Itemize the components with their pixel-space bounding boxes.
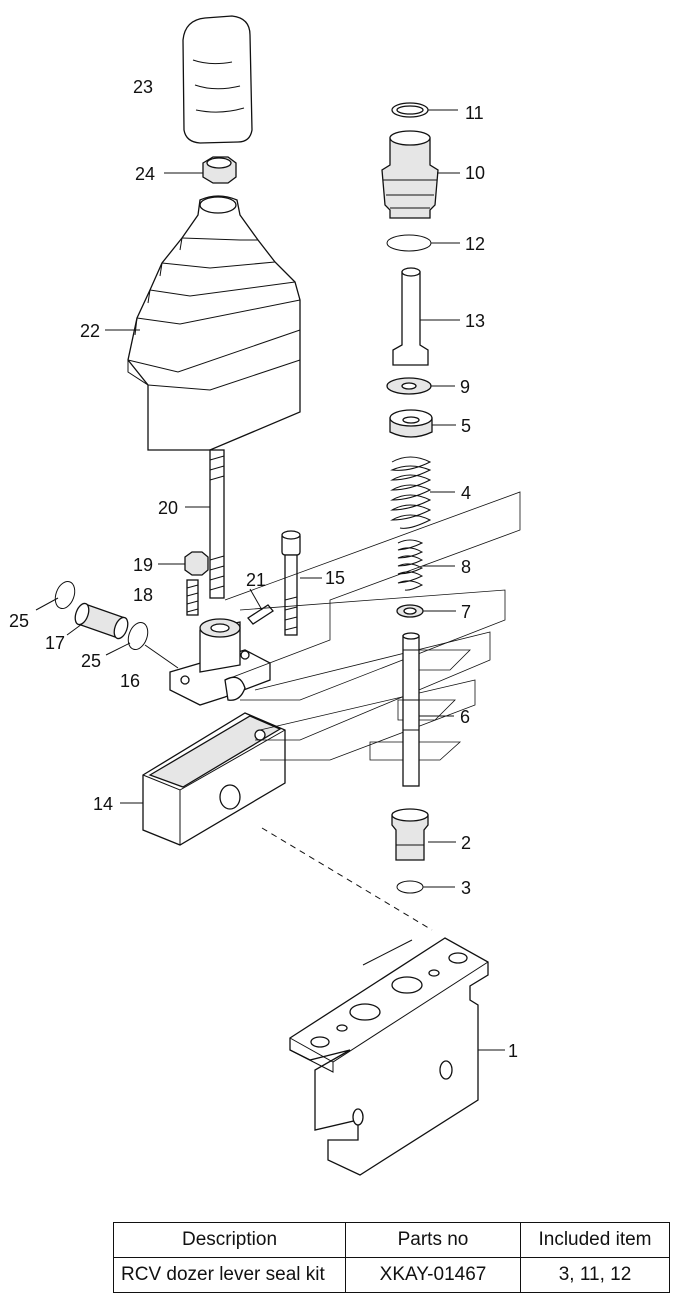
callout-16: 16 <box>120 671 140 691</box>
callout-5: 5 <box>461 416 471 436</box>
callout-24: 24 <box>135 164 155 184</box>
part-4-spring <box>390 456 432 529</box>
leader-lines <box>35 109 505 1051</box>
part-12-o-ring <box>386 234 432 252</box>
part-18-set-screw <box>186 579 199 616</box>
part-24-nut <box>202 156 237 184</box>
part-25-rings <box>54 580 149 651</box>
part-3-o-ring <box>396 880 424 894</box>
callout-4: 4 <box>461 483 471 503</box>
part-7-washer <box>396 604 424 618</box>
part-2-plug <box>391 808 429 861</box>
callout-1: 1 <box>508 1041 518 1061</box>
part-19-nut <box>184 551 209 576</box>
callout-2: 2 <box>461 833 471 853</box>
part-10-plug <box>381 130 439 219</box>
part-13-piston <box>392 267 429 366</box>
callout-25-left: 25 <box>9 611 29 631</box>
part-22-boot <box>127 195 301 451</box>
callout-9: 9 <box>460 377 470 397</box>
callout-21: 21 <box>246 570 266 590</box>
cell-parts-no: XKAY-01467 <box>345 1257 521 1293</box>
callout-19: 19 <box>133 555 153 575</box>
callout-13: 13 <box>465 311 485 331</box>
callout-11: 11 <box>465 103 484 123</box>
callout-14: 14 <box>93 794 113 814</box>
part-16-bracket <box>169 618 271 706</box>
part-11-ring <box>391 102 429 118</box>
assembly-line <box>261 827 433 931</box>
callout-18: 18 <box>133 585 153 605</box>
part-5-spring-seat <box>389 409 433 438</box>
exploded-parts-diagram: 11 10 12 13 9 5 4 8 7 6 2 3 1 23 24 22 2… <box>9 15 521 1176</box>
part-6-push-rod <box>402 632 420 787</box>
callout-7: 7 <box>461 602 471 622</box>
part-1-valve-body <box>289 937 489 1176</box>
part-8-spring <box>397 539 424 591</box>
callout-3: 3 <box>461 878 471 898</box>
callout-10: 10 <box>465 163 485 183</box>
ghost-lines <box>224 491 521 761</box>
part-20-long-stud <box>209 449 225 599</box>
callout-8: 8 <box>461 557 471 577</box>
part-9-washer <box>386 377 432 395</box>
callout-22: 22 <box>80 321 100 341</box>
part-15-cap-screw <box>281 530 301 636</box>
header-included-item: Included item <box>520 1222 670 1258</box>
part-23-grip <box>182 15 253 144</box>
cell-included-item: 3, 11, 12 <box>520 1257 670 1293</box>
seal-kit-table: Description Parts no Included item RCV d… <box>113 1222 670 1293</box>
part-17-sleeve <box>74 602 129 640</box>
table-header-row: Description Parts no Included item <box>113 1222 670 1258</box>
part-14-housing <box>142 712 286 846</box>
callout-15: 15 <box>325 568 345 588</box>
callout-6: 6 <box>460 707 470 727</box>
callout-17: 17 <box>45 633 65 653</box>
table-row: RCV dozer lever seal kit XKAY-01467 3, 1… <box>113 1257 670 1293</box>
header-parts-no: Parts no <box>345 1222 521 1258</box>
callout-25-right: 25 <box>81 651 101 671</box>
callout-20: 20 <box>158 498 178 518</box>
cell-description: RCV dozer lever seal kit <box>113 1257 346 1293</box>
callout-labels: 11 10 12 13 9 5 4 8 7 6 2 3 1 23 24 22 2… <box>9 77 518 1061</box>
callout-12: 12 <box>465 234 485 254</box>
callout-23: 23 <box>133 77 153 97</box>
header-description: Description <box>113 1222 346 1258</box>
